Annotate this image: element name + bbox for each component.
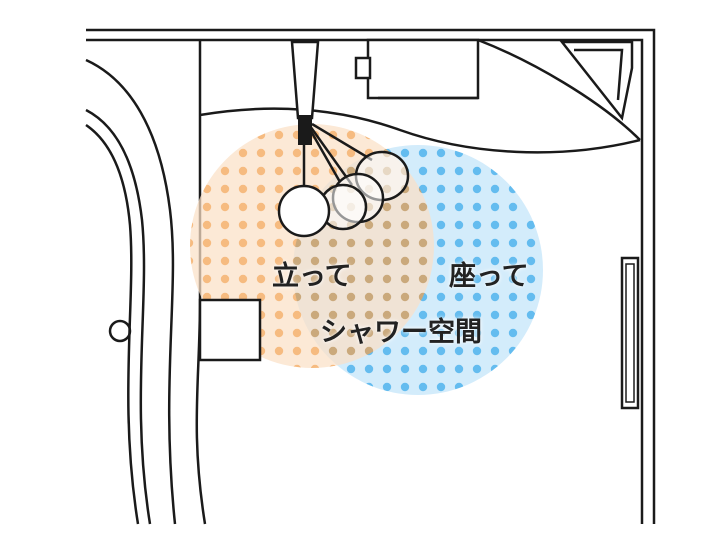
shower-space-label: シャワー空間 [320,317,482,348]
counter-front-edge [477,38,641,141]
walls [86,28,656,524]
corner-shelf [559,40,634,121]
top-wall-outer [86,28,656,524]
grab-bar-inner [625,263,635,403]
bathtub [85,40,207,525]
bathtub-drain [108,319,132,343]
shower-heads [277,115,410,238]
grab-bar [620,256,640,410]
slide-bar [290,40,320,120]
bathtub-basin-3 [85,123,140,525]
counter-curve [199,107,641,154]
hose-2 [306,125,342,183]
bathtub-basin-2 [85,108,152,525]
hose-4 [311,122,373,162]
shower-holder [298,115,312,145]
standing-label: 立って [272,261,352,292]
bathtub-basin-1 [85,58,177,525]
hose-3 [308,125,354,186]
shower-stool [198,298,262,362]
sitting-label: 座って [449,261,529,292]
faucet-box [354,38,480,100]
shower-head-1 [277,184,331,238]
top-wall-inner [86,38,644,524]
